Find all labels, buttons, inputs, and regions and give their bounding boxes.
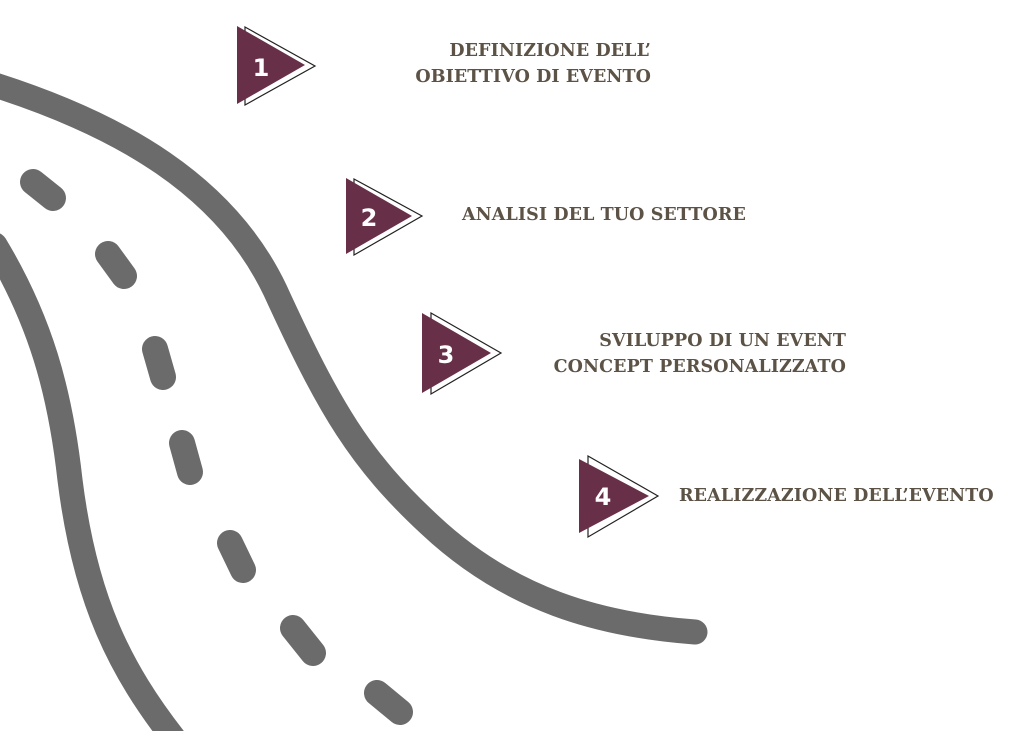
play-triangle-icon bbox=[579, 459, 649, 533]
step-label-4: REALIZZAZIONE DELL’EVENTO bbox=[679, 483, 994, 509]
road-dash bbox=[142, 336, 176, 390]
step-number: 3 bbox=[438, 341, 455, 369]
step-label-line: REALIZZAZIONE DELL’EVENTO bbox=[679, 486, 994, 506]
play-triangle-icon bbox=[237, 26, 305, 104]
step-label-line: CONCEPT PERSONALIZZATO bbox=[553, 357, 846, 377]
step-number: 2 bbox=[361, 204, 378, 232]
road-outer-edge bbox=[0, 73, 708, 645]
step-marker-2: 2 bbox=[346, 177, 424, 257]
road-dash bbox=[217, 530, 256, 583]
play-triangle-icon bbox=[346, 178, 412, 254]
road-dash bbox=[364, 680, 413, 725]
step-label-1: DEFINIZIONE DELL’ OBIETTIVO DI EVENTO bbox=[415, 38, 651, 90]
road-center-dashes bbox=[20, 169, 413, 725]
step-number: 1 bbox=[253, 54, 270, 82]
step-label-line: OBIETTIVO DI EVENTO bbox=[415, 67, 651, 87]
road-dash bbox=[20, 169, 66, 211]
road-dash bbox=[280, 615, 326, 666]
step-label-line: ANALISI DEL TUO SETTORE bbox=[462, 205, 746, 225]
step-label-2: ANALISI DEL TUO SETTORE bbox=[462, 202, 746, 228]
step-marker-1: 1 bbox=[237, 25, 317, 107]
step-label-line: DEFINIZIONE DELL’ bbox=[449, 41, 651, 61]
step-marker-4: 4 bbox=[579, 454, 660, 539]
play-triangle-icon bbox=[422, 313, 491, 393]
road-dash bbox=[95, 241, 137, 289]
step-number: 4 bbox=[595, 483, 612, 511]
road-inner-edge bbox=[0, 233, 184, 731]
step-marker-3: 3 bbox=[422, 311, 503, 396]
road-dash bbox=[169, 430, 203, 485]
step-label-line: SVILUPPO DI UN EVENT bbox=[599, 331, 846, 351]
step-label-3: SVILUPPO DI UN EVENT CONCEPT PERSONALIZZ… bbox=[554, 328, 846, 380]
